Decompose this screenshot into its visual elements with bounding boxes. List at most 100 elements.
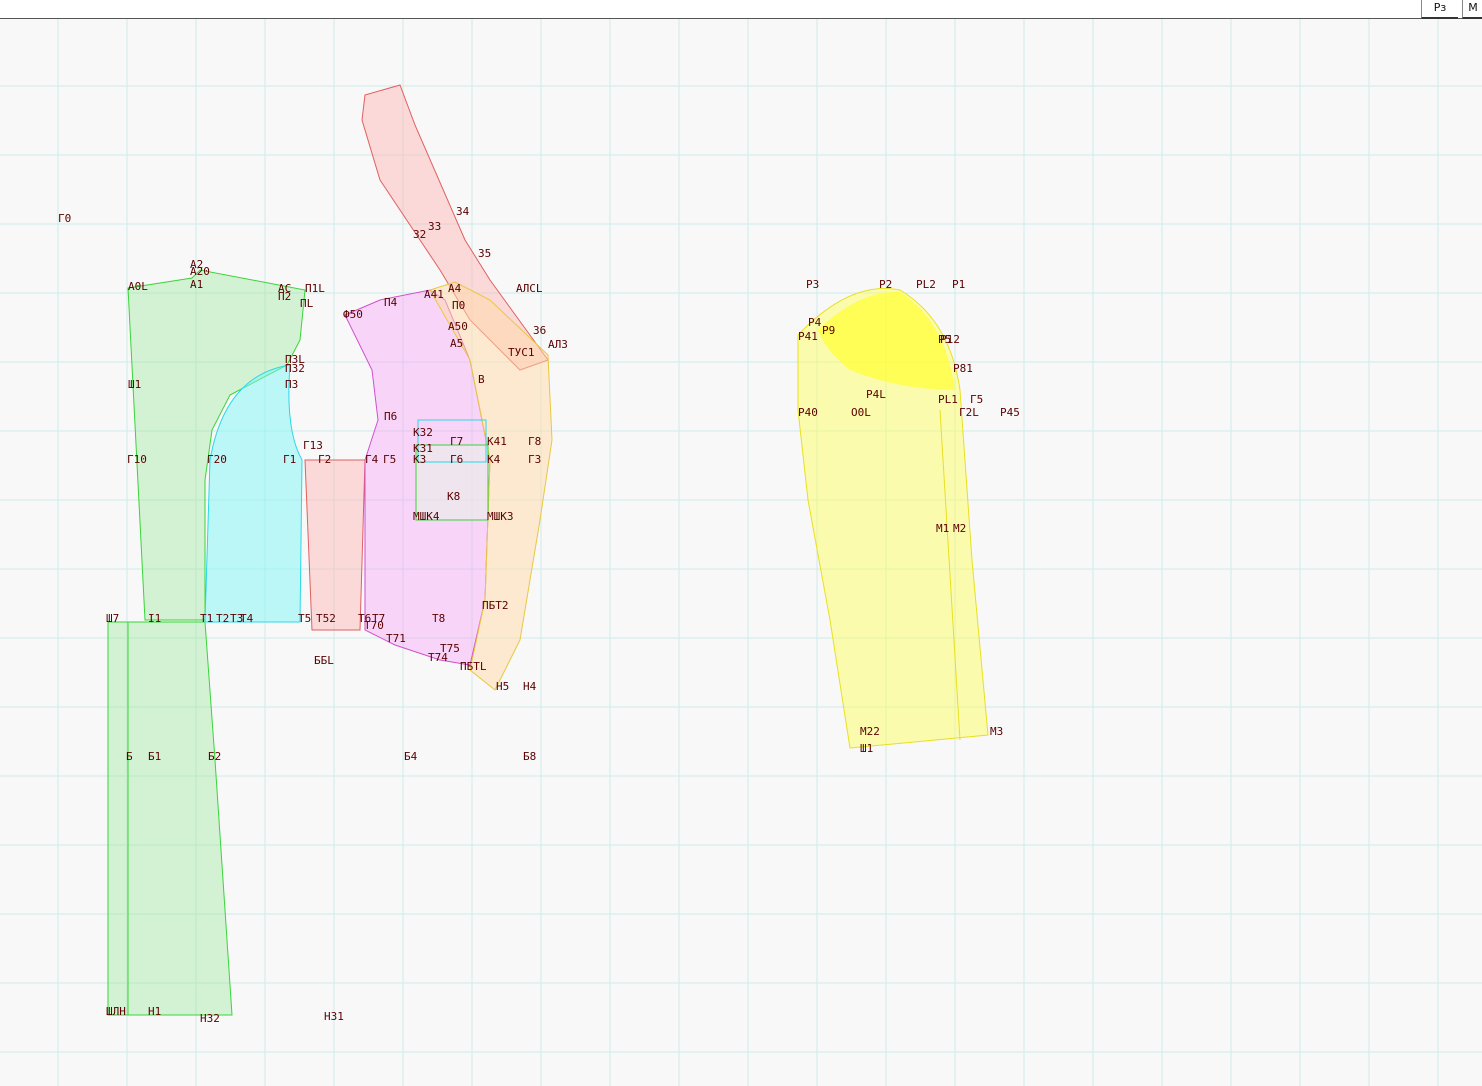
point-label: Г4: [365, 453, 379, 466]
point-label: З3: [428, 220, 441, 233]
point-label: К3: [413, 453, 426, 466]
pocket-flap[interactable]: [417, 419, 487, 463]
point-label: В: [478, 373, 485, 386]
point-label: Г5: [970, 393, 983, 406]
point-label: Г13: [303, 439, 323, 452]
point-label: ШЛН: [106, 1005, 126, 1018]
point-label: Р9: [822, 324, 835, 337]
point-label: Р4: [808, 316, 822, 329]
point-label: З2: [413, 228, 426, 241]
point-label: ТУС1: [508, 346, 535, 359]
point-label: Т7: [372, 612, 385, 625]
sleeve-piece[interactable]: [797, 287, 989, 749]
point-label: Н5: [496, 680, 509, 693]
sleeve-grain-line: [939, 409, 961, 741]
point-label: Т2: [216, 612, 229, 625]
point-label: К8: [447, 490, 460, 503]
pocket-piece[interactable]: [415, 444, 489, 521]
point-label: РL2: [916, 278, 936, 291]
point-label: К31: [413, 442, 433, 455]
point-label: Т5: [298, 612, 311, 625]
point-label: Г2: [318, 453, 331, 466]
point-label: М2: [953, 522, 966, 535]
point-label: Т3: [230, 612, 243, 625]
point-label: Р40: [798, 406, 818, 419]
point-label: Н1: [148, 1005, 161, 1018]
point-label: A1: [190, 278, 203, 291]
point-label: АЛСL: [516, 282, 543, 295]
point-label: ПЗL: [285, 353, 305, 366]
point-label: А50: [448, 320, 468, 333]
point-label: Ш7: [106, 612, 119, 625]
point-label: П0: [452, 299, 465, 312]
point-label: МШК3: [487, 510, 514, 523]
point-label: К41: [487, 435, 507, 448]
point-label: Т8: [432, 612, 445, 625]
point-label: Т52: [316, 612, 336, 625]
sleeve-cap: [818, 291, 955, 390]
point-label: Г3: [528, 453, 541, 466]
point-label: К4: [487, 453, 501, 466]
point-label: ПБТL: [460, 660, 487, 673]
point-label: Г7: [450, 435, 463, 448]
point-label: М1: [936, 522, 949, 535]
point-label: З5: [478, 247, 491, 260]
point-label: П6: [384, 410, 397, 423]
point-label: ПL: [300, 297, 314, 310]
point-label: ПБТ2: [482, 599, 509, 612]
point-label: Р1: [952, 278, 965, 291]
point-label: Г10: [127, 453, 147, 466]
point-label: Г8: [528, 435, 541, 448]
grid-lines: [0, 19, 1482, 1086]
point-label: Р81: [953, 362, 973, 375]
point-label: Г1: [283, 453, 296, 466]
point-label: РL1: [938, 393, 958, 406]
point-label: П2: [278, 290, 291, 303]
title-bar: Рз М: [0, 0, 1482, 19]
point-label: МШК4: [413, 510, 440, 523]
point-label: А41: [424, 288, 444, 301]
point-label: А5: [450, 337, 463, 350]
back-lower-piece[interactable]: [107, 621, 233, 1016]
point-label: Г2L: [959, 406, 979, 419]
toolbar-button-rz[interactable]: Рз: [1421, 0, 1458, 19]
point-label: Т1: [200, 612, 213, 625]
point-label: Н32: [200, 1012, 220, 1025]
armhole-piece[interactable]: [204, 364, 303, 623]
point-label: Г20: [207, 453, 227, 466]
point-label: Ф50: [343, 308, 363, 321]
point-label: Н4: [523, 680, 537, 693]
point-label: Т71: [386, 632, 406, 645]
point-label: Б1: [148, 750, 161, 763]
point-label: Р45: [1000, 406, 1020, 419]
point-label: М3: [990, 725, 1003, 738]
point-label: Т6: [358, 612, 371, 625]
point-label: Б: [126, 750, 133, 763]
point-label: З6: [533, 324, 546, 337]
point-label: Р4L: [866, 388, 886, 401]
point-label: Б4: [404, 750, 418, 763]
side-piece[interactable]: [304, 459, 366, 631]
toolbar-button-m[interactable]: М: [1462, 0, 1482, 19]
point-label: Т70: [364, 619, 384, 632]
point-label: АЛЗ: [548, 338, 568, 351]
point-label: Т74: [428, 651, 448, 664]
point-label: Б2: [208, 750, 221, 763]
point-label: ПЗ2: [285, 362, 305, 375]
front-facing-piece[interactable]: [429, 281, 553, 691]
point-label: Ш1: [860, 742, 873, 755]
point-label: AC: [278, 282, 291, 295]
point-label: П3: [285, 378, 298, 391]
point-label: П1L: [305, 282, 325, 295]
point-label: A0L: [128, 280, 148, 293]
point-label: Б8: [523, 750, 536, 763]
point-label: A2: [190, 258, 203, 271]
point-label: Г0: [58, 212, 71, 225]
point-label: Г6: [450, 453, 463, 466]
point-label: Р41: [798, 330, 818, 343]
point-label: Т75: [440, 642, 460, 655]
point-label: Г5: [383, 453, 396, 466]
point-label: З4: [456, 205, 470, 218]
